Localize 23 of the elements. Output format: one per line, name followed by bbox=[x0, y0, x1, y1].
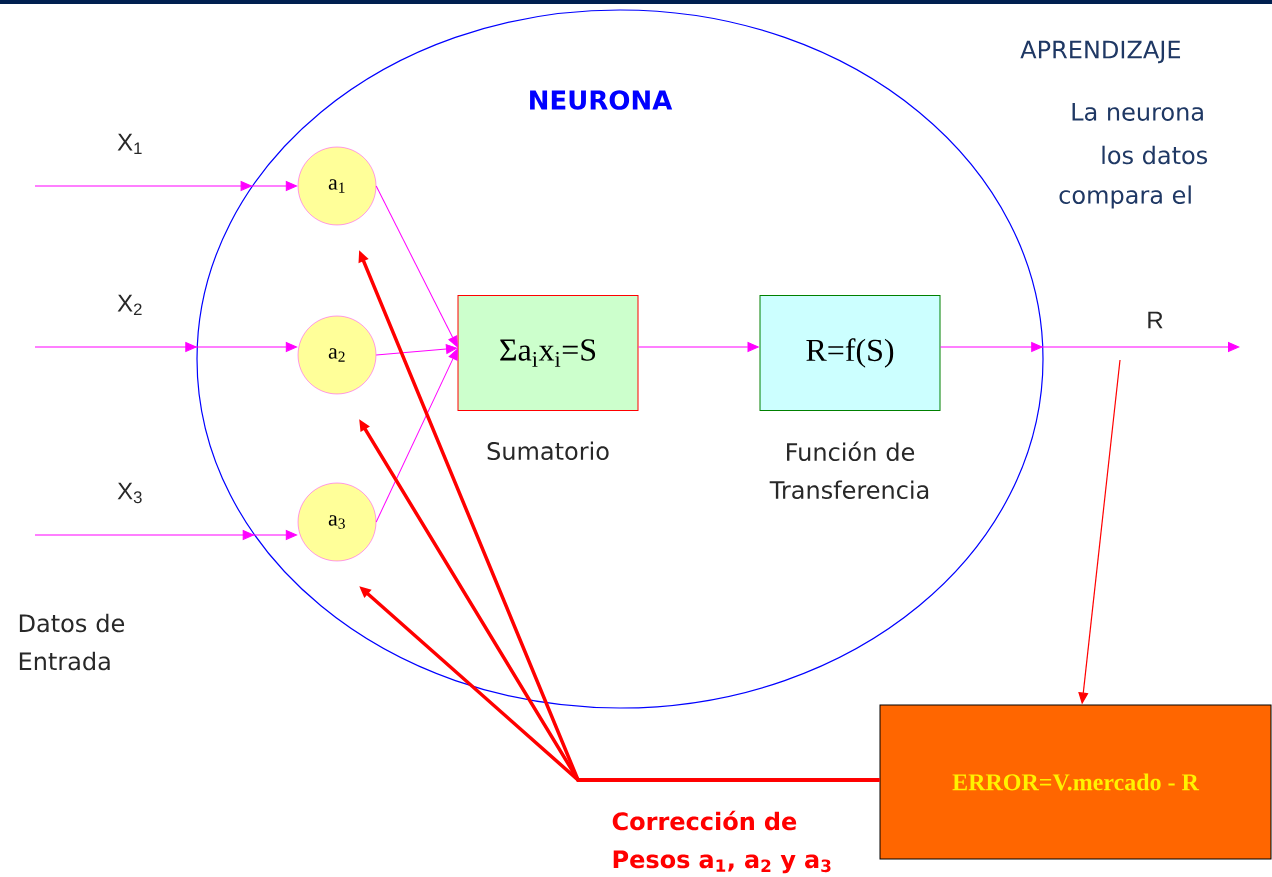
error-box: ERROR=V.mercado - R bbox=[879, 704, 1272, 860]
arrow bbox=[940, 342, 1240, 352]
arrow bbox=[638, 342, 759, 352]
edge-label: X$_{3}$ bbox=[117, 482, 142, 504]
edge-label: X$_{1}$ bbox=[117, 133, 142, 155]
process-box: Σa$_{i}$x$_{i}$=S bbox=[457, 295, 639, 411]
arrow bbox=[375, 344, 458, 356]
arrow bbox=[34, 181, 297, 191]
input-caption: Datos de Entrada bbox=[19, 613, 125, 671]
arrow bbox=[375, 348, 458, 523]
side-text: compara el bbox=[1059, 185, 1191, 209]
correction-caption: Corrección de Pesos a$_{1}$, a$_{2}$ y a$_{3}$ bbox=[612, 810, 831, 874]
side-text: los datos bbox=[1102, 145, 1208, 165]
arrow bbox=[34, 342, 297, 352]
side-text: La neurona bbox=[1072, 103, 1203, 121]
edge-label: X$_{2}$ bbox=[117, 294, 142, 316]
arrow bbox=[375, 185, 458, 348]
process-box: R=f(S) bbox=[759, 295, 941, 411]
box-caption: Sumatorio bbox=[487, 441, 609, 461]
box-caption: Función de Transferencia bbox=[769, 441, 929, 500]
arrow bbox=[34, 530, 297, 540]
edge-label: R bbox=[1148, 311, 1163, 329]
side-text: APRENDIZAJE bbox=[1020, 40, 1180, 64]
